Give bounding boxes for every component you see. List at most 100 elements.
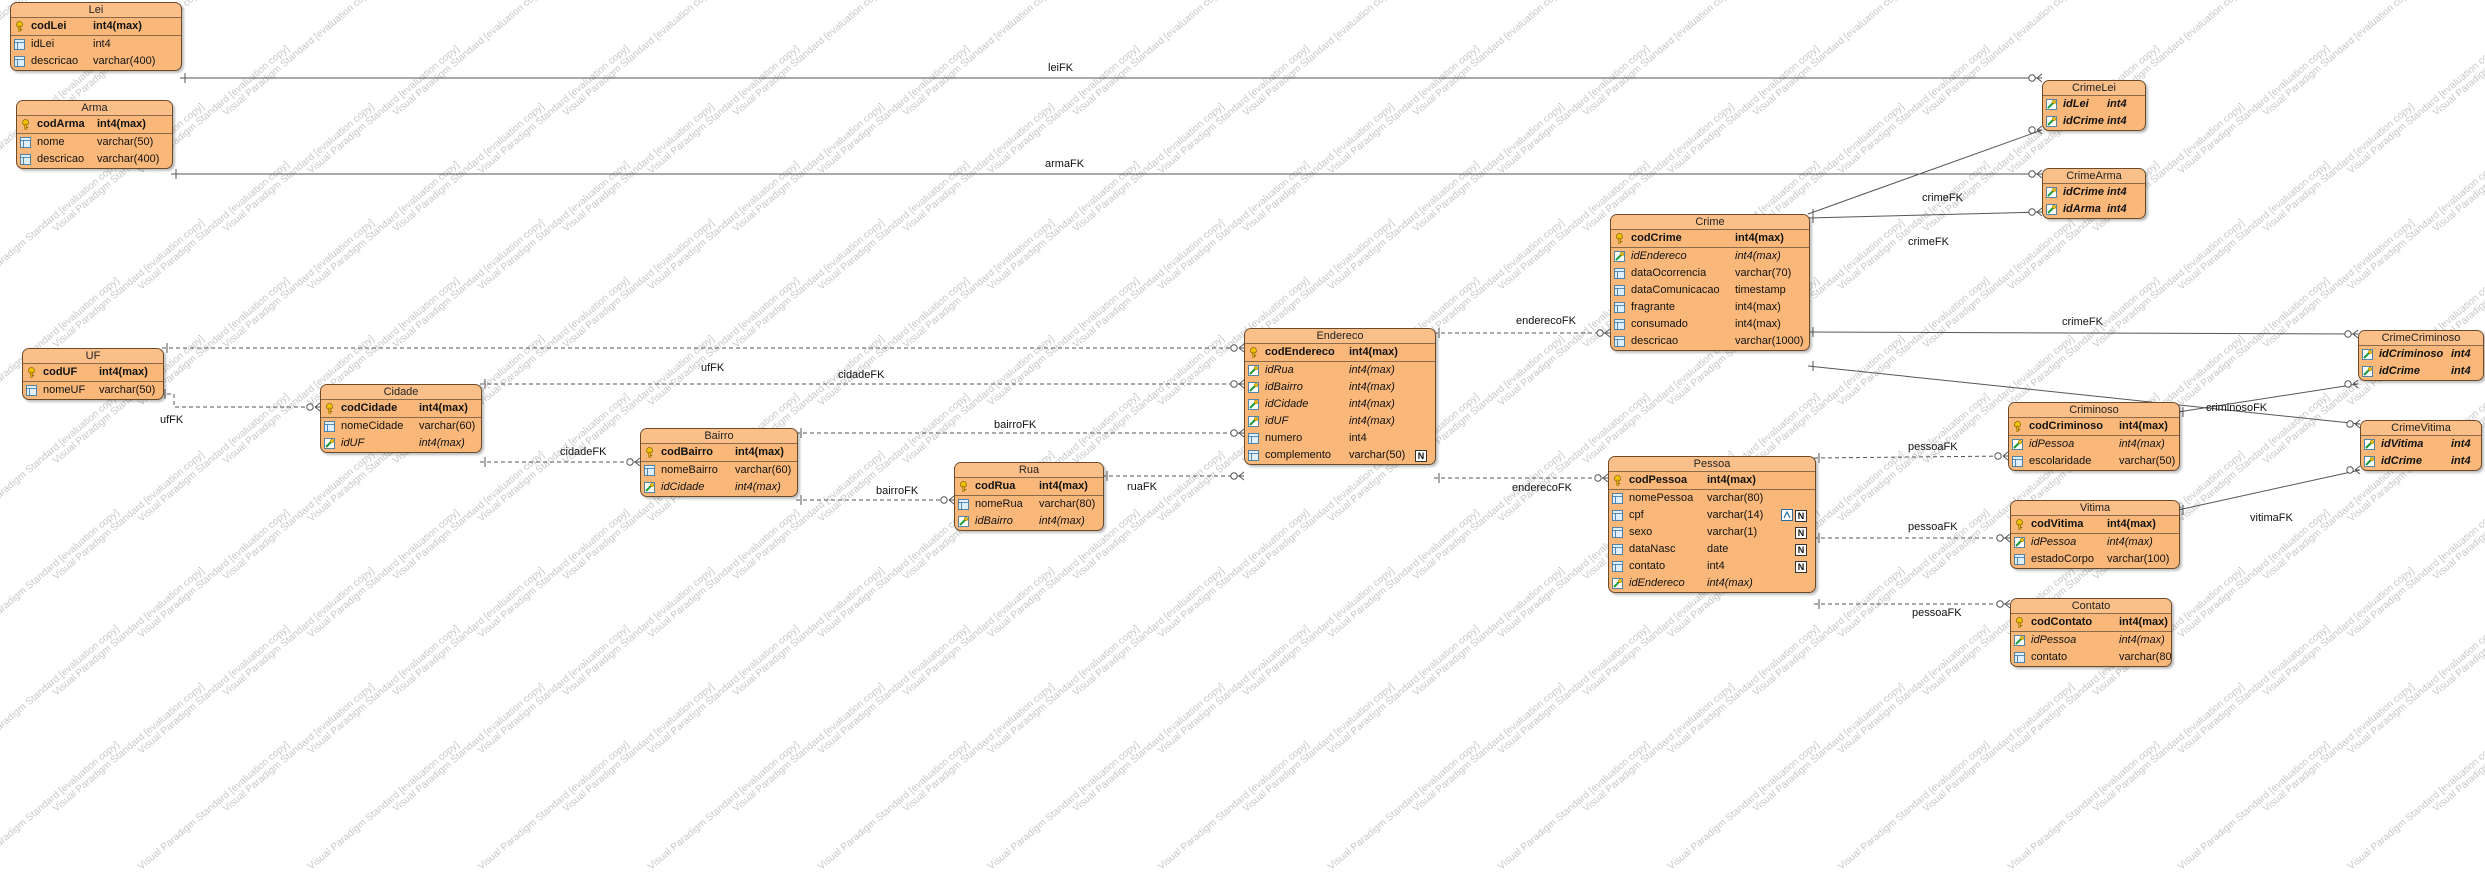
column-name: descricao [37, 153, 85, 165]
relationship-line-r6[interactable] [1807, 365, 2361, 425]
relationship-line-r5[interactable] [1807, 331, 2359, 335]
foreign-key-icon [2012, 439, 2023, 450]
relationship-line-r4[interactable] [1807, 211, 2043, 219]
column-name: idUF [341, 437, 365, 449]
column-name: idArma [2063, 203, 2101, 215]
column-type: varchar(1000) [1735, 335, 1804, 347]
crow-foot-marker [1238, 343, 1245, 349]
crow-foot-marker [1238, 347, 1245, 353]
column-type: int4 [2107, 98, 2127, 110]
relationship-line-r3[interactable] [1807, 129, 2043, 215]
relationship-line-r8[interactable] [2177, 469, 2361, 511]
column-type: int4 [2107, 203, 2127, 215]
column-row[interactable]: idArma int4 [2043, 201, 2145, 218]
relationship-line-r14[interactable] [160, 393, 320, 408]
entity-title: CrimeCriminoso [2359, 331, 2483, 346]
column-type: int4(max) [735, 446, 784, 458]
relationship-line-r11[interactable] [1813, 455, 2009, 459]
relationship-label: ruaFK [1127, 481, 1157, 493]
column-type: int4(max) [2107, 518, 2156, 530]
column-name: nomeCidade [341, 420, 404, 432]
crow-foot-circle-marker [1594, 474, 1602, 482]
watermark-text: Visual Paradigm Standard [evaluation cop… [2091, 681, 2247, 815]
column-icon [1612, 510, 1623, 521]
watermark-text: Visual Paradigm Standard [evaluation cop… [2261, 681, 2417, 815]
column-icon [20, 137, 31, 148]
relationship-line-r7[interactable] [2177, 383, 2359, 413]
column-type: varchar(50) [1349, 449, 1406, 461]
column-name: dataNasc [1629, 543, 1676, 555]
